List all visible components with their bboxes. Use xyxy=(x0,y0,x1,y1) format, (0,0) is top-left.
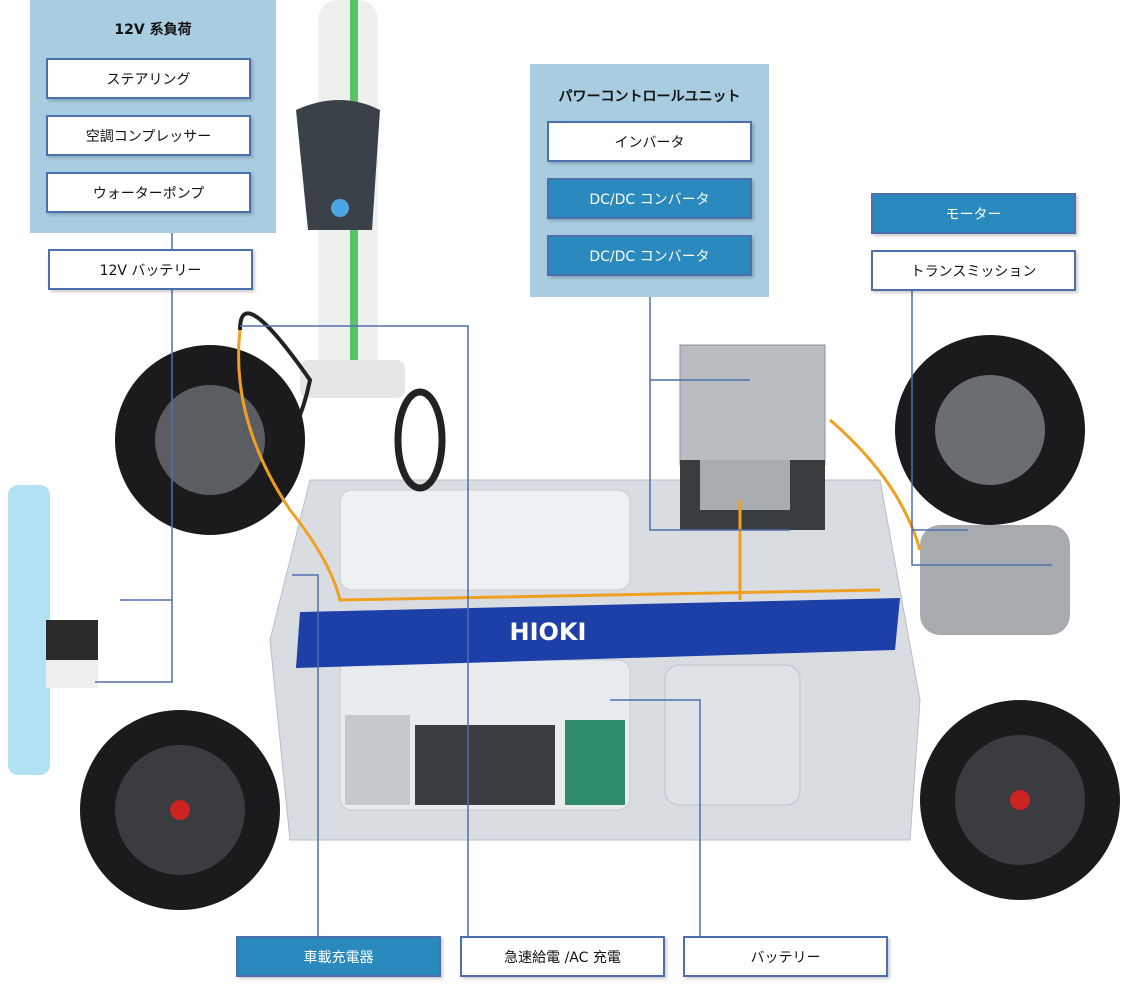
charger-head xyxy=(296,100,380,230)
leader-lines xyxy=(95,99,1052,936)
label-steering[interactable]: ステアリング xyxy=(46,58,251,99)
pcu-unit xyxy=(679,344,826,466)
hioki-bar xyxy=(296,598,900,668)
label-inverter[interactable]: インバータ xyxy=(547,121,752,162)
panel-title: 12V 系負荷 xyxy=(114,22,192,38)
label-dcdc-converter-1[interactable]: DC/DC コンバータ xyxy=(547,178,752,219)
label-fast-charging[interactable]: 急速給電 /AC 充電 xyxy=(460,936,665,977)
label-water-pump[interactable]: ウォーターポンプ xyxy=(46,172,251,213)
bumper xyxy=(8,485,50,775)
motor-unit xyxy=(920,525,1070,635)
label-motor[interactable]: モーター xyxy=(871,193,1076,234)
label-onboard-charger[interactable]: 車載充電器 xyxy=(236,936,441,977)
label-battery[interactable]: バッテリー xyxy=(683,936,888,977)
label-transmission[interactable]: トランスミッション xyxy=(871,250,1076,291)
panel-title: パワーコントロールユニット xyxy=(558,89,741,105)
wheels xyxy=(80,335,1120,910)
steering-wheel xyxy=(394,388,446,492)
hioki-logo: HIOKI xyxy=(510,618,587,646)
label-12v-battery[interactable]: 12V バッテリー xyxy=(48,249,253,290)
label-ac-compressor[interactable]: 空調コンプレッサー xyxy=(46,115,251,156)
label-dcdc-converter-2[interactable]: DC/DC コンバータ xyxy=(547,235,752,276)
